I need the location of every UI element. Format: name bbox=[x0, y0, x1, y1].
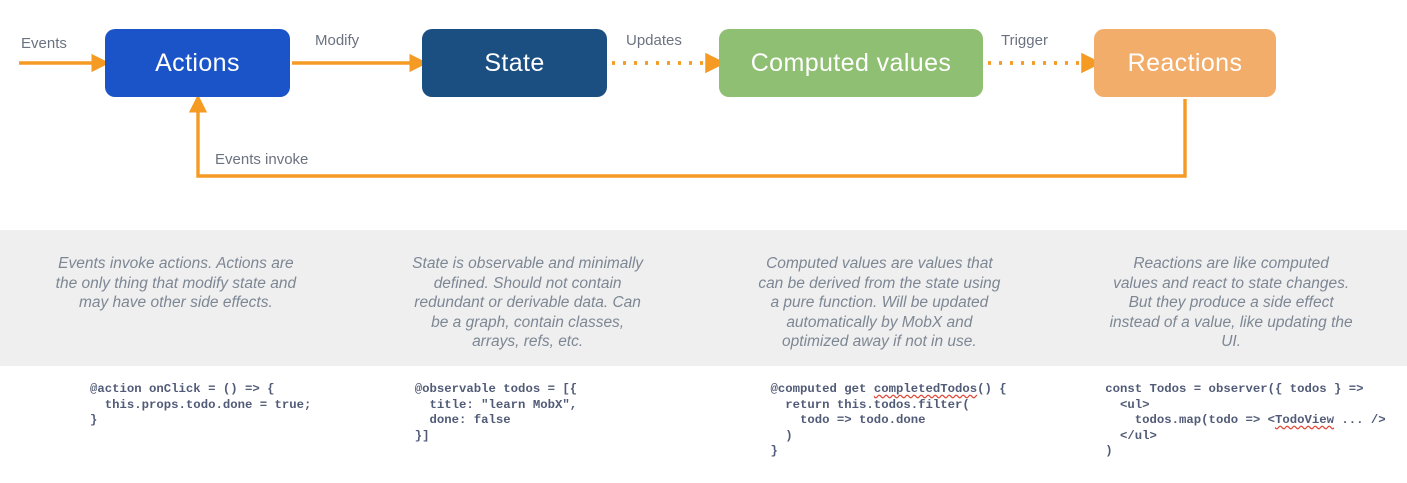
node-reactions[interactable]: Reactions bbox=[1094, 29, 1276, 97]
description-cell-actions: Events invoke actions. Actions are the o… bbox=[0, 230, 352, 366]
node-reactions-label: Reactions bbox=[1127, 48, 1243, 77]
description-cell-state: State is observable and minimally define… bbox=[352, 230, 704, 366]
code-cell-computed: @computed get completedTodos() { return … bbox=[704, 382, 1056, 483]
code-snippet-action: @action onClick = () => { this.props.tod… bbox=[90, 382, 312, 427]
description-text-state: State is observable and minimally define… bbox=[412, 255, 644, 350]
node-actions[interactable]: Actions bbox=[105, 29, 290, 97]
code-snippet-computed: @computed get completedTodos() { return … bbox=[770, 382, 1007, 458]
node-actions-label: Actions bbox=[155, 48, 240, 77]
mobx-flow-diagram: Actions State Computed values Reactions … bbox=[0, 0, 1407, 230]
node-state-label: State bbox=[484, 48, 545, 77]
description-text-computed: Computed values are values that can be d… bbox=[758, 255, 1001, 350]
node-computed-values-label: Computed values bbox=[750, 48, 952, 77]
edge-label-modify: Modify bbox=[315, 32, 360, 49]
code-cell-action: @action onClick = () => { this.props.tod… bbox=[0, 382, 352, 483]
node-state[interactable]: State bbox=[422, 29, 607, 97]
flow-connectors bbox=[19, 52, 1187, 178]
code-band: @action onClick = () => { this.props.tod… bbox=[0, 382, 1407, 483]
node-computed-values[interactable]: Computed values bbox=[719, 29, 983, 97]
code-cell-observable: @observable todos = [{ title: "learn Mob… bbox=[352, 382, 704, 483]
code-cell-observer: const Todos = observer({ todos } => <ul>… bbox=[1055, 382, 1407, 483]
edge-label-trigger: Trigger bbox=[1001, 32, 1048, 49]
edge-label-updates: Updates bbox=[626, 32, 682, 49]
description-text-actions: Events invoke actions. Actions are the o… bbox=[55, 255, 297, 311]
edge-label-events-invoke: Events invoke bbox=[215, 151, 309, 168]
edge-label-events: Events bbox=[21, 35, 67, 52]
code-snippet-observable: @observable todos = [{ title: "learn Mob… bbox=[414, 382, 578, 443]
description-cell-reactions: Reactions are like computed values and r… bbox=[1055, 230, 1407, 366]
code-snippet-observer: const Todos = observer({ todos } => <ul>… bbox=[1105, 382, 1386, 458]
edge-events-invoke-arrow bbox=[188, 94, 1187, 178]
description-text-reactions: Reactions are like computed values and r… bbox=[1109, 255, 1353, 350]
description-band: Events invoke actions. Actions are the o… bbox=[0, 230, 1407, 366]
description-cell-computed: Computed values are values that can be d… bbox=[704, 230, 1056, 366]
